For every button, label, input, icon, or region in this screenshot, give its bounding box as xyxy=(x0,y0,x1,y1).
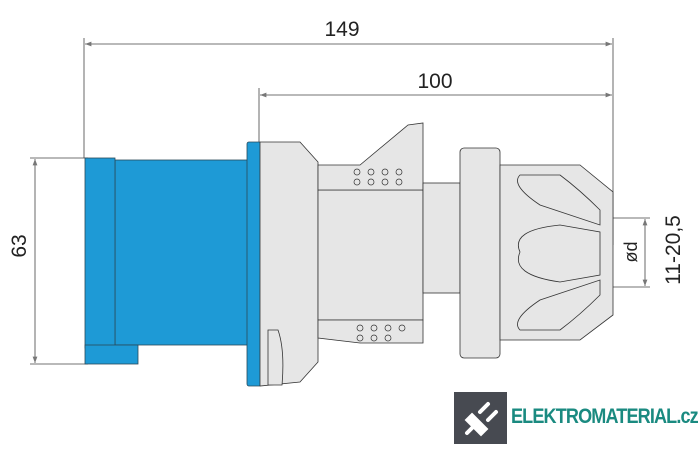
plug-icon xyxy=(464,402,498,437)
diameter-symbol-label: ød xyxy=(621,241,641,262)
dimension-149-label: 149 xyxy=(324,18,359,41)
elektromaterial-logo[interactable] xyxy=(454,392,507,444)
diameter-range-label: 11-20,5 xyxy=(662,215,685,285)
dimension-lines xyxy=(32,41,648,363)
blue-housing xyxy=(84,141,262,387)
dimension-63-label: 63 xyxy=(8,234,31,257)
logo-text[interactable]: ELEKTROMATERIAL.cz xyxy=(511,405,699,428)
dimension-100-label: 100 xyxy=(417,70,452,93)
plug-body xyxy=(259,122,614,387)
vent-holes xyxy=(353,168,406,342)
